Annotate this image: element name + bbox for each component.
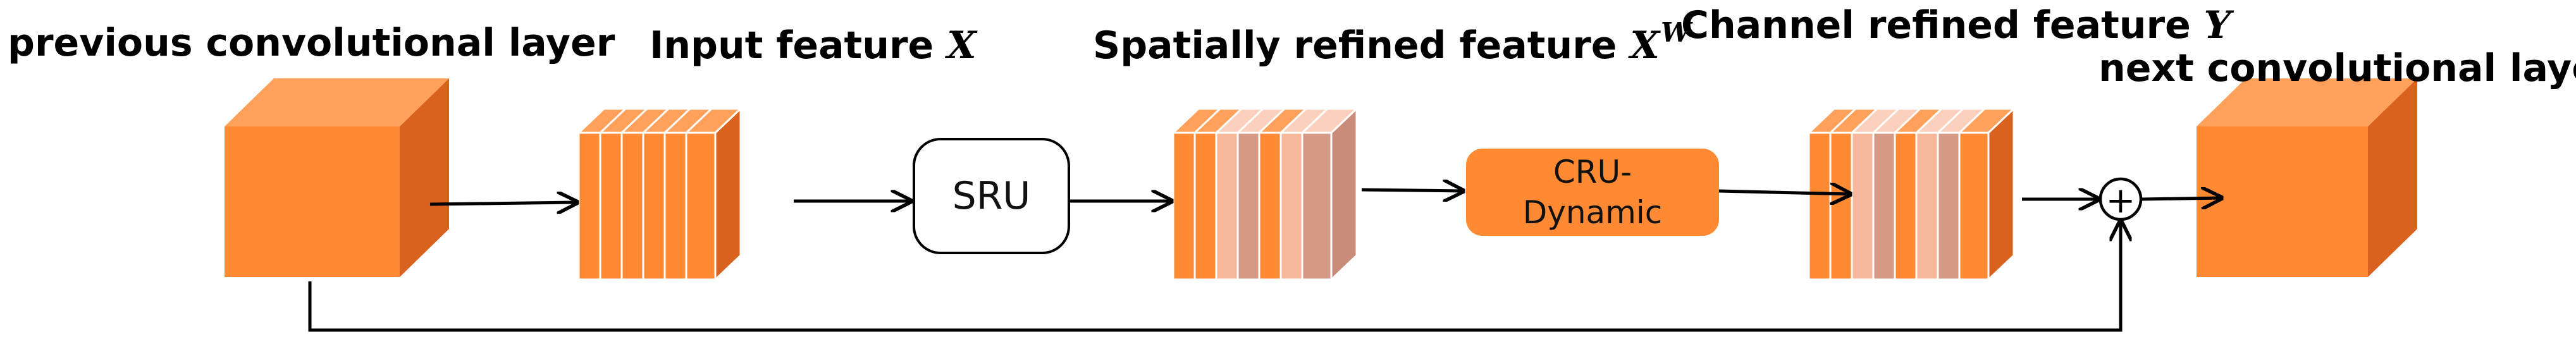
slab-side [714,106,742,282]
sru-label: SRU [952,174,1031,218]
feature-slab [1301,132,1333,281]
cru-label-line1: CRU- [1553,154,1632,190]
add-operator: + [2098,177,2143,221]
arrow-add-to-next [2141,198,2221,199]
add-operator-symbol: + [2106,180,2136,221]
channel-feature-symbol: Y [2203,3,2231,47]
input-feature-stack [576,106,743,282]
slab-side [1330,106,1358,282]
previous-layer-cube [225,78,449,277]
feature-slab [685,132,717,281]
feature-slab [1958,132,1990,281]
spatial-feature-symbol: X [1630,23,1660,68]
spatial-feature-label: Spatially refined feature XW [1093,17,1691,68]
spatial-feature-superscript: W [1660,17,1691,48]
spatial-refined-feature-stack [1171,106,1359,282]
skip-connection-line [308,221,2121,332]
arrow-spatial-to-cru [1361,190,1463,191]
previous-layer-label: previous convolutional layer [8,21,615,65]
next-layer-cube [2197,78,2417,277]
arrow-prev-to-input [429,202,577,204]
input-feature-label: Input feature X [650,23,977,68]
arrow-cru-to-channel [1718,191,1850,194]
slab-side [1987,106,2015,282]
next-layer-label: next convolutional layer [2098,46,2576,90]
cru-dynamic-block [1466,149,1719,236]
cru-dynamic-label: CRU- Dynamic [1466,152,1719,233]
channel-refined-feature-stack [1806,106,2016,282]
sru-block [913,138,1070,254]
input-feature-symbol: X [947,23,977,68]
channel-feature-label: Channel refined feature Y [1681,3,2231,47]
cru-label-line2: Dynamic [1522,194,1663,231]
